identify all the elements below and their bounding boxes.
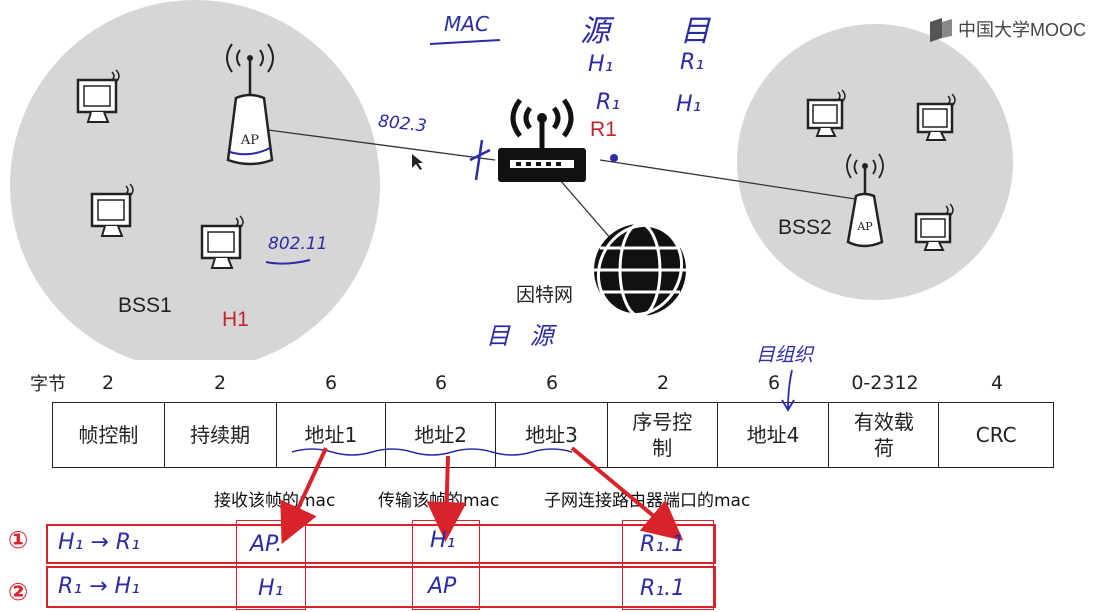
addr1-column-box [236,520,306,610]
case2-marker: ② [8,578,29,606]
case1-addr1: AP. [250,532,283,557]
dst-group-annotation: 目组织 [756,344,814,366]
frame-field-8: 有效载荷 [829,403,940,467]
address-underline [291,448,573,456]
bss2-label: BSS2 [778,216,832,239]
addr1-desc: 接收该帧的mac [214,491,336,511]
ap-scribble [229,147,271,156]
mooc-logo-icon [930,18,952,42]
r1-label: R1 [590,118,617,141]
case1-marker: ① [8,526,29,554]
access-point-icon-bss2: AP [846,153,884,248]
svg-text:AP: AP [240,133,259,148]
frame-field-1: 帧控制 [53,403,165,467]
addr2-desc: 传输该帧的mac [378,491,500,511]
frame-field-5: 地址3 [496,403,608,467]
frame-field-9: CRC [975,423,1017,447]
mac-underline [429,39,501,45]
frame-field-7: 地址4 [718,403,830,467]
mooc-logo-text: 中国大学MOOC [958,20,1086,40]
mac-annotation: MAC [444,12,489,36]
frame-field-4: 地址2 [386,403,497,467]
bss1-area [10,0,380,360]
svg-text:AP: AP [856,220,873,233]
computer-icon-bss2-c [914,203,954,251]
frame-field-bytes-7: 6 [767,372,781,394]
case2-addr2: AP [428,574,457,599]
computer-icon-bss2-b [916,93,956,141]
case2-addr1: H₁ [258,576,284,601]
frame-field-bytes-3: 6 [324,372,338,394]
frame-field-2: 持续期 [165,403,277,467]
frame-field-bytes-4: 6 [434,372,448,394]
dst-header: 目 [680,14,710,49]
computer-icon-bss2-a [806,89,846,137]
cursor-icon [412,154,423,170]
80211-underline [265,259,311,265]
frame-field-bytes-1: 2 [101,372,115,394]
addr4-arrow-icon [781,369,795,412]
addr3-desc: 子网连接路由器端口的mac [544,491,751,511]
internet-label: 因特网 [516,284,574,306]
case-row-1 [46,524,716,564]
computer-icon-bss1-b [90,183,134,237]
row1-src: H₁ [588,52,614,77]
frame-field-bytes-6: 2 [656,372,670,394]
frame-field-6: 序号控制 [608,403,718,467]
link-router-ap2 [599,159,863,201]
src-header: 源 [580,14,610,49]
dst-src-annotation: 目 源 [486,322,560,350]
computer-icon-h1 [200,215,244,269]
computer-icon-bss1-a [76,69,120,123]
h1-label: H1 [222,308,249,331]
case1-addr3: R₁.1 [640,532,686,557]
case1-route: H₁ → R₁ [58,530,140,555]
row2-src: R₁ [596,90,621,115]
frame-field-bytes-5: 6 [545,372,559,394]
row2-dst: H₁ [676,92,702,117]
bytes-header: 字节 [30,374,66,395]
row1-dst: R₁ [680,50,705,75]
frame-field-bytes-9: 4 [990,372,1004,394]
link-ap1-router [267,129,496,161]
case1-addr2: H₁ [430,528,456,553]
addr3-column-box [622,520,714,610]
frame-field-bytes-8: 0-2312 [851,372,919,394]
std-80211-annotation: 802.11 [268,234,328,254]
ink-mark-left [469,139,491,181]
addr2-column-box [412,520,480,610]
ink-dot-right [610,154,618,162]
case2-addr3: R₁.1 [640,576,686,601]
case2-route: R₁ → H₁ [58,574,140,599]
access-point-icon-bss1: AP [226,43,274,166]
router-icon [498,98,586,182]
case-row-2 [46,566,716,608]
frame-field-bytes-2: 2 [213,372,227,394]
network-diagram: AP AP [10,0,1013,360]
internet-globe-icon [594,222,686,318]
frame-field-3: 地址1 [277,403,387,467]
mooc-logo: 中国大学MOOC [928,16,1086,42]
bss1-label: BSS1 [118,294,172,317]
